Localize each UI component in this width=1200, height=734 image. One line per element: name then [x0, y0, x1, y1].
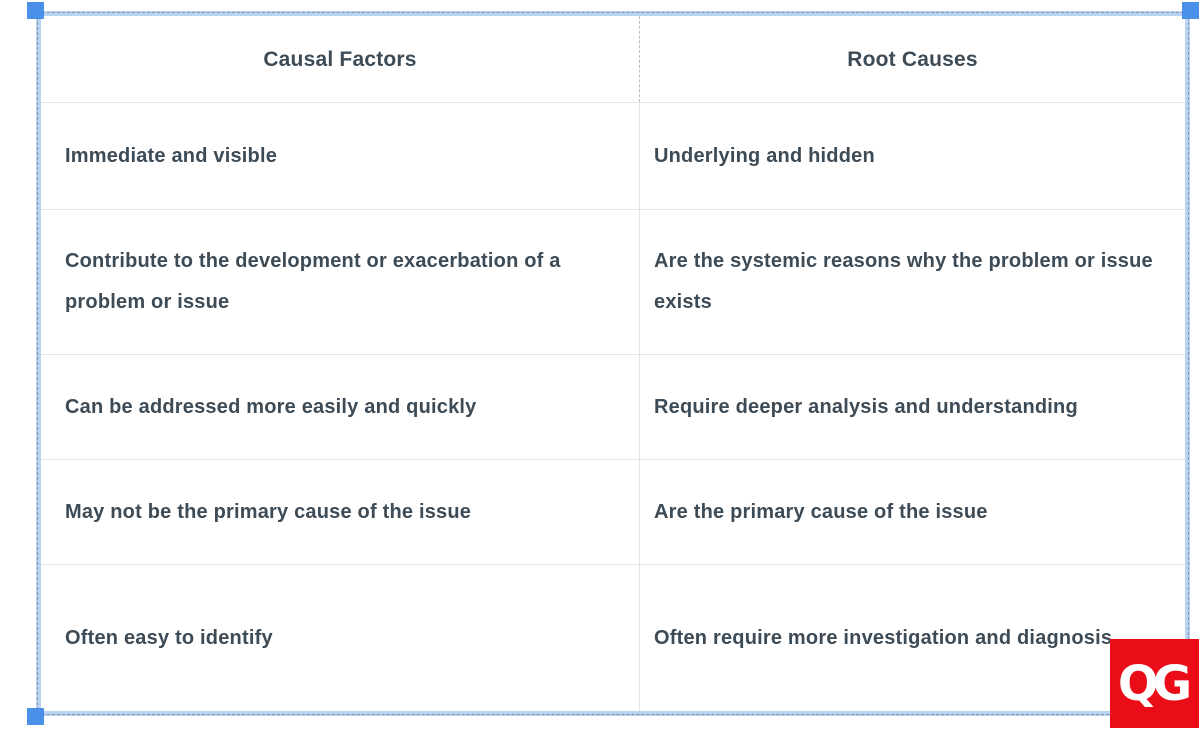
table-cell: Are the systemic reasons why the problem…: [639, 210, 1185, 354]
table-row: May not be the primary cause of the issu…: [41, 460, 1185, 565]
resize-handle-top-right[interactable]: [1182, 2, 1199, 19]
qg-logo: QG: [1110, 639, 1199, 728]
table-cell: Immediate and visible: [65, 144, 278, 167]
table-cell: Underlying and hidden: [639, 103, 1185, 209]
table-row: Can be addressed more easily and quickly…: [41, 355, 1185, 460]
selection-frame[interactable]: Causal Factors Root Causes Immediate and…: [27, 2, 1199, 725]
table-header-row: Causal Factors Root Causes: [41, 16, 1185, 103]
table-row: Often easy to identify Often require mor…: [41, 565, 1185, 711]
table-row: Immediate and visible Underlying and hid…: [41, 103, 1185, 210]
comparison-table: Causal Factors Root Causes Immediate and…: [41, 16, 1185, 711]
table-cell: Can be addressed more easily and quickly: [65, 395, 477, 418]
qg-logo-text: QG: [1117, 655, 1192, 712]
table-cell: Often require more investigation and dia…: [639, 565, 1185, 711]
table-cell: Are the primary cause of the issue: [639, 460, 1185, 564]
resize-handle-top-left[interactable]: [27, 2, 44, 19]
table-cell: May not be the primary cause of the issu…: [65, 500, 472, 523]
table-row: Contribute to the development or exacerb…: [41, 210, 1185, 355]
header-cell-root-causes: Root Causes: [639, 16, 1185, 102]
table-cell: Require deeper analysis and understandin…: [639, 355, 1185, 459]
resize-handle-bottom-left[interactable]: [27, 708, 44, 725]
table-cell: Often easy to identify: [65, 626, 273, 649]
header-cell-causal-factors: Causal Factors: [263, 47, 417, 71]
table-cell: Contribute to the development or exacerb…: [65, 250, 561, 313]
